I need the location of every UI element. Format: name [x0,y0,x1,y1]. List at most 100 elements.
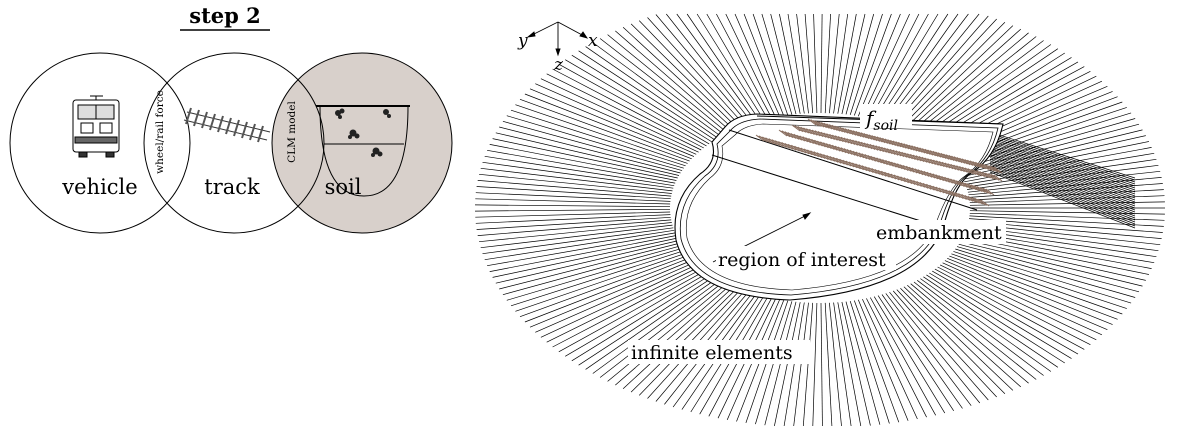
infinite-element-ray [833,302,852,427]
infinite-element-ray [725,13,776,118]
infinite-element-ray [939,264,1097,341]
infinite-element-band-line [989,166,1136,223]
infinite-element-ray [889,291,981,404]
track-label: track [204,175,260,199]
infinite-element-ray [565,59,710,145]
infinite-element-ray [841,301,871,426]
infinite-element-ray [920,278,1052,372]
infinite-element-ray [706,13,769,120]
infinite-element-band-line [989,136,1136,185]
infinite-element-ray [565,271,710,357]
infinite-element-ray [829,302,842,427]
infinite-element-ray [869,13,929,119]
infinite-element-ray [833,13,849,114]
infinite-element-ray [820,302,823,427]
infinite-element-ray [487,232,676,267]
infinite-element-band-line [989,160,1136,215]
infinite-element-band-line [989,158,1136,213]
infinite-element-ray [907,284,1022,388]
force-label-bg [860,104,912,128]
infinite-element-ray [947,257,1113,325]
infinite-element-band-line [989,150,1136,203]
infinite-element-band-line [989,168,1136,225]
infinite-element-ray [666,13,753,124]
axis-triad [526,21,589,57]
infinite-element-ray [482,161,674,189]
infinite-label-bg [628,340,810,364]
infinite-element-band-line [989,171,1136,229]
infinite-element-ray [896,289,997,398]
infinite-element-ray [499,242,681,290]
track-rails [755,118,1003,207]
infinite-element-ray [622,27,735,131]
infinite-element-band-line [989,146,1136,197]
infinite-element-ray [873,13,939,120]
infinite-element-ray [787,13,805,114]
infinite-element-ray [479,222,672,243]
infinite-element-ray [510,249,686,307]
infinite-element-ray [552,267,704,348]
infinite-element-ray [812,302,818,427]
infinite-element-ray [477,180,672,197]
infinite-element-ray [944,260,1108,331]
infinite-element-ray [949,255,1118,320]
infinite-element-ray [655,14,749,125]
infinite-element-ray [907,28,1022,132]
infinite-element-ray [607,34,728,134]
infinite-element-ray [796,13,809,114]
infinite-element-ray [903,286,1014,391]
infinite-element-ray [519,254,690,318]
infinite-element-ray [502,120,683,171]
infinite-element-ray [923,276,1059,368]
infinite-element-ray [592,279,722,374]
infinite-element-ray [862,13,910,118]
rail [814,123,1002,173]
infinite-elements-label: infinite elements [631,342,793,364]
infinite-element-ray [585,277,719,370]
infinite-element-ray [960,241,1143,287]
infinite-element-ray [956,118,1136,170]
infinite-element-ray [877,13,949,121]
infinite-element-ray [969,201,1165,206]
infinite-element-ray [630,287,739,393]
infinite-element-ray [515,104,688,164]
infinite-element-ray [524,256,692,323]
infinite-element-band-line [989,157,1136,211]
infinite-element-ray [552,68,704,149]
rail [792,125,996,177]
region-label-bg [716,246,896,270]
infinite-element-ray [475,198,671,205]
infinite-element-band-line [989,139,1136,189]
infinite-element-ray [535,83,697,155]
infinite-element-ray [837,13,857,114]
infinite-element-ray [489,235,677,272]
infinite-element-ray [480,224,673,249]
infinite-element-ray [966,158,1157,188]
clm-model-label: CLM model [286,101,298,163]
wheel-rail-force-label: wheel/rail force [154,90,166,174]
infinite-element-ray [824,302,833,427]
rail [762,139,989,206]
infinite-element-ray [820,13,823,114]
near-field-boundary-ring [679,118,999,296]
infinite-element-ray [571,54,713,143]
infinite-element-ray [510,109,686,167]
infinite-element-ray [916,40,1044,136]
infinite-element-ray [529,88,695,157]
infinite-element-ray [969,189,1164,201]
infinite-element-ray [599,38,725,136]
infinite-element-ray [477,219,672,236]
infinite-element-ray [969,210,1165,215]
infinite-element-ray [958,243,1140,293]
infinite-element-ray [802,302,814,427]
infinite-element-ray [873,296,946,414]
infinite-element-ray [476,186,671,200]
step-diagram: step 2 [9,3,453,234]
infinite-element-ray [506,115,684,169]
infinite-element-band-line [989,144,1136,195]
infinite-element-ray [903,25,1014,130]
infinite-element-ray [529,259,695,328]
track-circle [143,52,325,234]
infinite-element-band-line [989,165,1136,221]
rail [779,130,988,191]
